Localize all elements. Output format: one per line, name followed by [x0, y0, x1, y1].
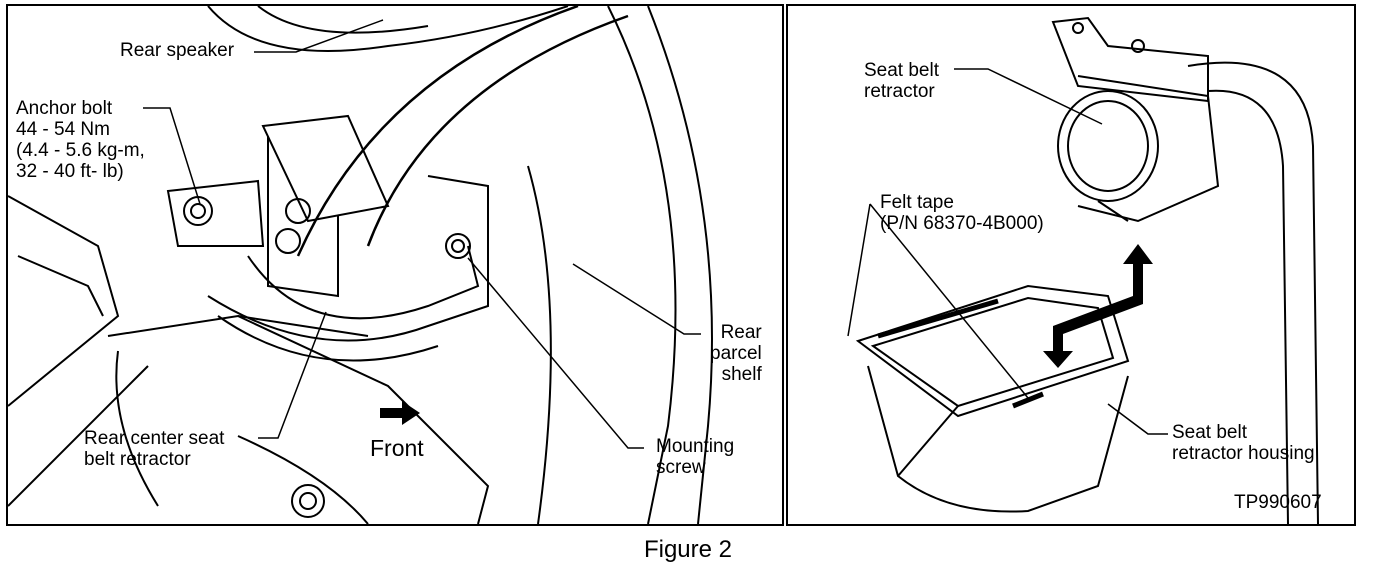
retractor-housing-drawing	[847, 16, 1319, 524]
reference-code: TP990607	[1234, 492, 1322, 513]
figure-caption: Figure 2	[643, 536, 733, 563]
right-illustration-panel: Seat belt retractor Felt tape (P/N 68370…	[786, 4, 1356, 526]
seat-belt-retractor-label: Seat belt retractor	[864, 60, 939, 102]
felt-tape-label: Felt tape (P/N 68370-4B000)	[880, 192, 1044, 234]
rear-parcel-shelf-label: Rear parcel shelf	[710, 322, 762, 385]
rear-center-retractor-label: Rear center seat belt retractor	[84, 428, 225, 470]
rear-shelf-drawing	[8, 6, 713, 524]
front-direction-label: Front	[370, 435, 424, 461]
anchor-bolt-label: Anchor bolt 44 - 54 Nm (4.4 - 5.6 kg-m, …	[16, 98, 145, 182]
mounting-screw-label: Mounting screw	[656, 436, 735, 478]
rear-speaker-label: Rear speaker	[120, 40, 235, 61]
left-illustration-panel: Rear speaker Anchor bolt 44 - 54 Nm (4.4…	[6, 4, 784, 526]
seat-belt-retractor-housing-label: Seat belt retractor housing	[1172, 422, 1315, 464]
